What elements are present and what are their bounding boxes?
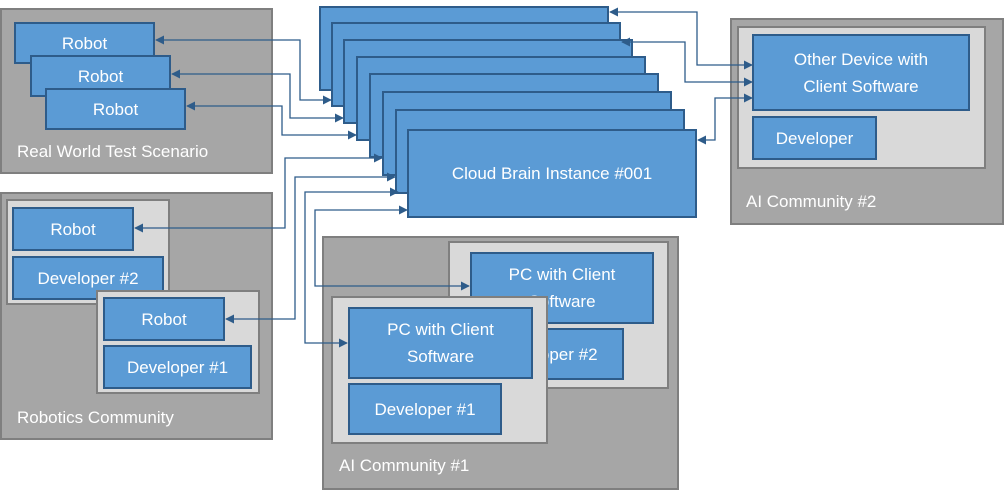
- robot-box: Robot: [103, 297, 225, 341]
- developer-box: Developer: [752, 116, 877, 160]
- robot-box: Robot: [12, 207, 134, 251]
- robot-box: Robot: [45, 88, 186, 130]
- pc-with-client-software-box: PC with Client Software: [470, 252, 654, 324]
- cloud-brain-instance-001-box: Cloud Brain Instance #001: [407, 129, 697, 218]
- ai-community-1-label: AI Community #1: [339, 456, 470, 475]
- pc-with-client-software-box: PC with Client Software: [348, 307, 533, 379]
- ai-community-2-label: AI Community #2: [746, 192, 877, 211]
- real-world-test-scenario-label: Real World Test Scenario: [17, 142, 209, 161]
- other-device-with-client-software-box: Other Device with Client Software: [752, 34, 970, 111]
- robotics-community-label: Robotics Community: [17, 408, 174, 427]
- developer-box: Developer #1: [103, 345, 252, 389]
- developer-box: Developer #1: [348, 383, 502, 435]
